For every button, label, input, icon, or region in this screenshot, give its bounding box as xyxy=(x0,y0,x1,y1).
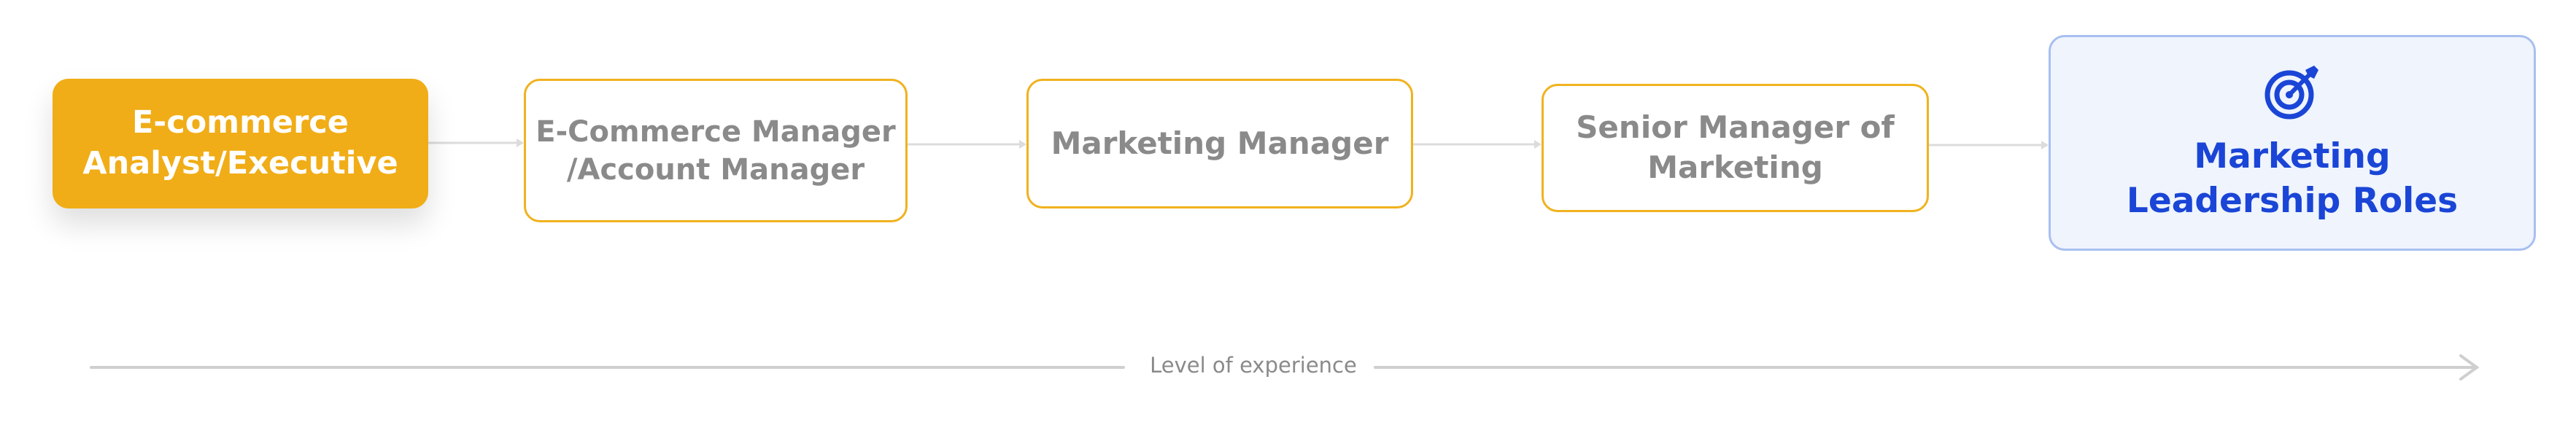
step-label: Marketing Leadership Roles xyxy=(2126,136,2459,221)
step-label: E-Commerce Manager /Account Manager xyxy=(535,114,896,187)
step-label: E-commerce Analyst/Executive xyxy=(82,104,398,182)
arrowhead-4-5 xyxy=(2041,141,2049,149)
step-label: Marketing Manager xyxy=(1051,125,1389,161)
step-label: Senior Manager of Marketing xyxy=(1576,109,1895,185)
step-ecommerce-manager: E-Commerce Manager /Account Manager xyxy=(524,79,908,222)
axis-label: Level of experience xyxy=(1150,353,1357,378)
step-marketing-leadership: Marketing Leadership Roles xyxy=(2049,35,2536,251)
experience-axis xyxy=(90,354,2480,381)
arrowhead-3-4 xyxy=(1534,140,1542,149)
step-marketing-manager: Marketing Manager xyxy=(1026,79,1413,208)
arrowhead-2-3 xyxy=(1019,140,1026,149)
arrowhead-1-2 xyxy=(517,139,524,147)
step-senior-manager: Senior Manager of Marketing xyxy=(1542,84,1929,212)
target-icon xyxy=(2264,65,2318,120)
axis-arrowhead xyxy=(2459,354,2480,381)
step-ecommerce-analyst: E-commerce Analyst/Executive xyxy=(53,79,428,208)
